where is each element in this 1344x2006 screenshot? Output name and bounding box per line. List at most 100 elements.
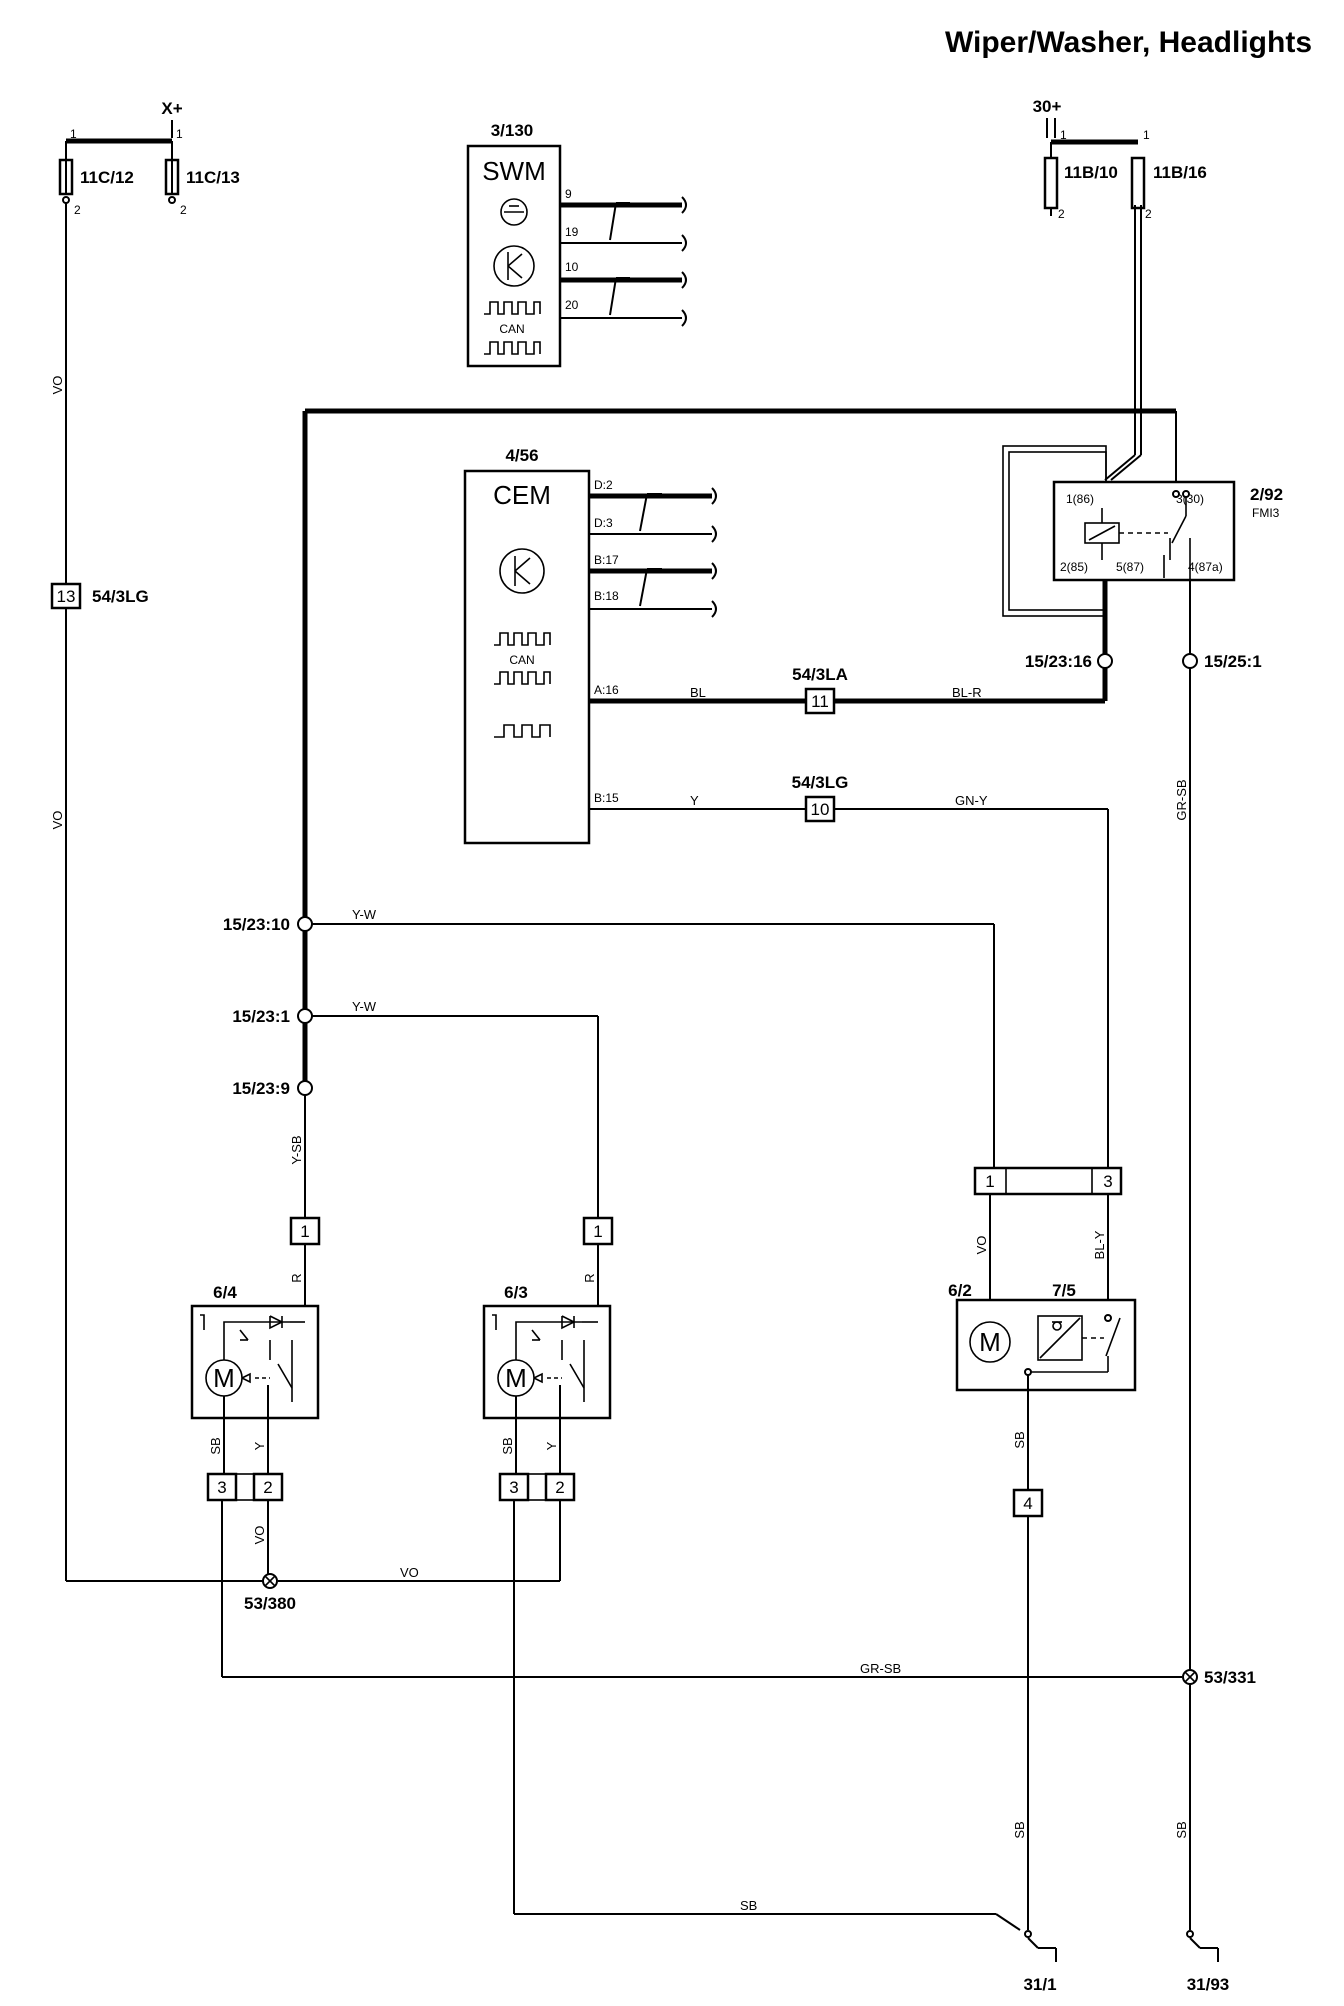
- wire-grsb-bottom: GR-SB 53/331 SB: [222, 1661, 1256, 1930]
- relay-subtitle: FMI3: [1252, 506, 1280, 520]
- fuse-group-11b: 30+ 1 1 2 2 11B/10 11B/16: [1033, 97, 1207, 221]
- ground-31-1-label: 31/1: [1023, 1975, 1056, 1994]
- pump-6-2-label: 6/2: [948, 1281, 972, 1300]
- swm-pin: 10: [565, 260, 579, 274]
- fuse-pin-label: 1: [70, 127, 77, 141]
- wire-color-label: Y-SB: [289, 1135, 304, 1164]
- swm-module: 3/130 SWM CAN 9 19 10 20: [466, 121, 687, 368]
- wire-color-label: Y: [252, 1441, 267, 1450]
- wire-color-label: R: [289, 1273, 304, 1282]
- swm-pin: 20: [565, 298, 579, 312]
- wire-color-label: R: [582, 1273, 597, 1282]
- wire-color-label: Y-W: [352, 907, 377, 922]
- transistor-icon: [499, 548, 545, 594]
- cem-pin: D:2: [594, 478, 613, 492]
- fuse-11c12-label: 11C/12: [80, 168, 134, 187]
- ground-53-331-label: 53/331: [1204, 1668, 1256, 1687]
- cem-name-label: CEM: [493, 480, 551, 510]
- wire-color-label: BL-R: [952, 685, 982, 700]
- cem-can-label: CAN: [509, 653, 534, 667]
- fuse-pin-label: 1: [176, 127, 183, 141]
- swm-name-label: SWM: [482, 156, 546, 186]
- connector-54-3lg-13: [50, 582, 82, 610]
- fuse-pin-label: 2: [180, 203, 187, 217]
- wire-color-label: Y-W: [352, 999, 377, 1014]
- connector-pin-number: 4: [1023, 1494, 1032, 1513]
- swm-can-label: CAN: [499, 322, 524, 336]
- washer-pump-6-2: 6/2 7/5 M SB 4 SB: [948, 1281, 1137, 1930]
- connector-pin-number: 1: [985, 1172, 994, 1191]
- swm-id-label: 3/130: [491, 121, 534, 140]
- wire-relay-85: 15/23:16: [590, 580, 1113, 704]
- left-bus-nodes: 15/23:10 Y-W 15/23:1 Y-W 15/23:9 Y-SB: [223, 907, 995, 1218]
- cem-pin: B:15: [594, 791, 619, 805]
- wire-relay-87a: 15/25:1 GR-SB: [1174, 580, 1262, 1670]
- node-15-23-16: [1097, 653, 1113, 669]
- connector-6-4-pin-1: [289, 1216, 321, 1246]
- wire-color-label: Y: [690, 793, 699, 808]
- wire-color-label: SB: [208, 1437, 223, 1454]
- wire-color-label: SB: [740, 1898, 757, 1913]
- fuse-pin-label: 1: [1060, 128, 1067, 142]
- wire-main-bus: [302, 408, 1177, 1085]
- motor-letter: M: [979, 1327, 1001, 1357]
- wire-y-gny: Y 10 54/3LG GN-Y: [589, 773, 1109, 1168]
- relay-pin: 2(85): [1060, 560, 1088, 574]
- transistor-icon: [493, 245, 535, 287]
- swm-pin: 9: [565, 187, 572, 201]
- connector-pin-number: 2: [263, 1478, 272, 1497]
- can-signal-icon: CAN: [494, 632, 551, 738]
- fuse-pin-label: 2: [1058, 207, 1065, 221]
- relay-pin: 4(87a): [1188, 560, 1223, 574]
- motor-letter: M: [213, 1363, 235, 1393]
- ground-53-380-label: 53/380: [244, 1594, 296, 1613]
- connector-pin-number: 11: [811, 692, 829, 711]
- fuse-pin-label: 2: [74, 203, 81, 217]
- connector-pin-number: 2: [555, 1478, 564, 1497]
- connector-pin-number: 1: [593, 1222, 602, 1241]
- supply-xplus-label: X+: [161, 99, 182, 118]
- cem-pin: B:17: [594, 553, 619, 567]
- fuse-group-11c: X+ 1 1 2 2 11C/12 11C/13: [58, 99, 240, 217]
- connector-pin-number: 3: [1103, 1172, 1112, 1191]
- motor-6-3: 1 R 6/3 M SB Y 3 2 VO: [278, 1216, 614, 1914]
- fuse-11b16-symbol: [1130, 156, 1146, 210]
- wire-vo-left: VO VO 13 54/3LG: [50, 203, 268, 1582]
- motor-6-3-label: 6/3: [504, 1283, 528, 1302]
- relay-pin: 5(87): [1116, 560, 1144, 574]
- wire-sb-bottom: SB: [514, 1898, 1021, 1931]
- connector-pin-number: 1: [300, 1222, 309, 1241]
- wire-color-label: SB: [500, 1437, 515, 1454]
- relay-pin: 1(86): [1066, 492, 1094, 506]
- connector-pin-number: 10: [811, 800, 830, 819]
- diagram-title: Wiper/Washer, Headlights: [945, 26, 1312, 59]
- fuse-pin-label: 2: [1145, 207, 1152, 221]
- cem-pin: A:16: [594, 683, 619, 697]
- wire-color-label: SB: [1012, 1821, 1027, 1838]
- wire-color-label: VO: [50, 811, 65, 830]
- cem-id-label: 4/56: [505, 446, 538, 465]
- node-15-23-10-label: 15/23:10: [223, 915, 290, 934]
- ground-31-93-label: 31/93: [1187, 1975, 1230, 1994]
- wire-color-label: SB: [1012, 1431, 1027, 1448]
- motor-icon: [969, 1321, 1011, 1363]
- fuse-11c13-label: 11C/13: [186, 168, 240, 187]
- node-15-25-1-label: 15/25:1: [1204, 652, 1262, 671]
- splice-connector: 1 3 VO BL-Y: [973, 1166, 1123, 1318]
- wire-color-label: GR-SB: [1174, 779, 1189, 820]
- node-15-23-16-label: 15/23:16: [1025, 652, 1092, 671]
- wire-color-label: VO: [50, 376, 65, 395]
- wire-color-label: GR-SB: [860, 1661, 901, 1676]
- lamp-icon: [500, 198, 528, 226]
- relay-pin: 3(30): [1176, 492, 1204, 506]
- wire-color-label: BL-Y: [1092, 1230, 1107, 1259]
- cem-module: 4/56 CEM CAN D:2 D:3 B:17 B:18 A:16 B:15: [463, 446, 717, 845]
- connector-54-3la-11: [804, 687, 836, 715]
- cem-pin: B:18: [594, 589, 619, 603]
- wire-30-feed: [1104, 205, 1142, 481]
- wire-color-label: GN-Y: [955, 793, 988, 808]
- fuse-11b16-label: 11B/16: [1153, 163, 1207, 182]
- wire-color-label: VO: [252, 1526, 267, 1545]
- motor-6-4: 1 R 6/4 M SB Y 3 2 VO: [190, 1216, 321, 1677]
